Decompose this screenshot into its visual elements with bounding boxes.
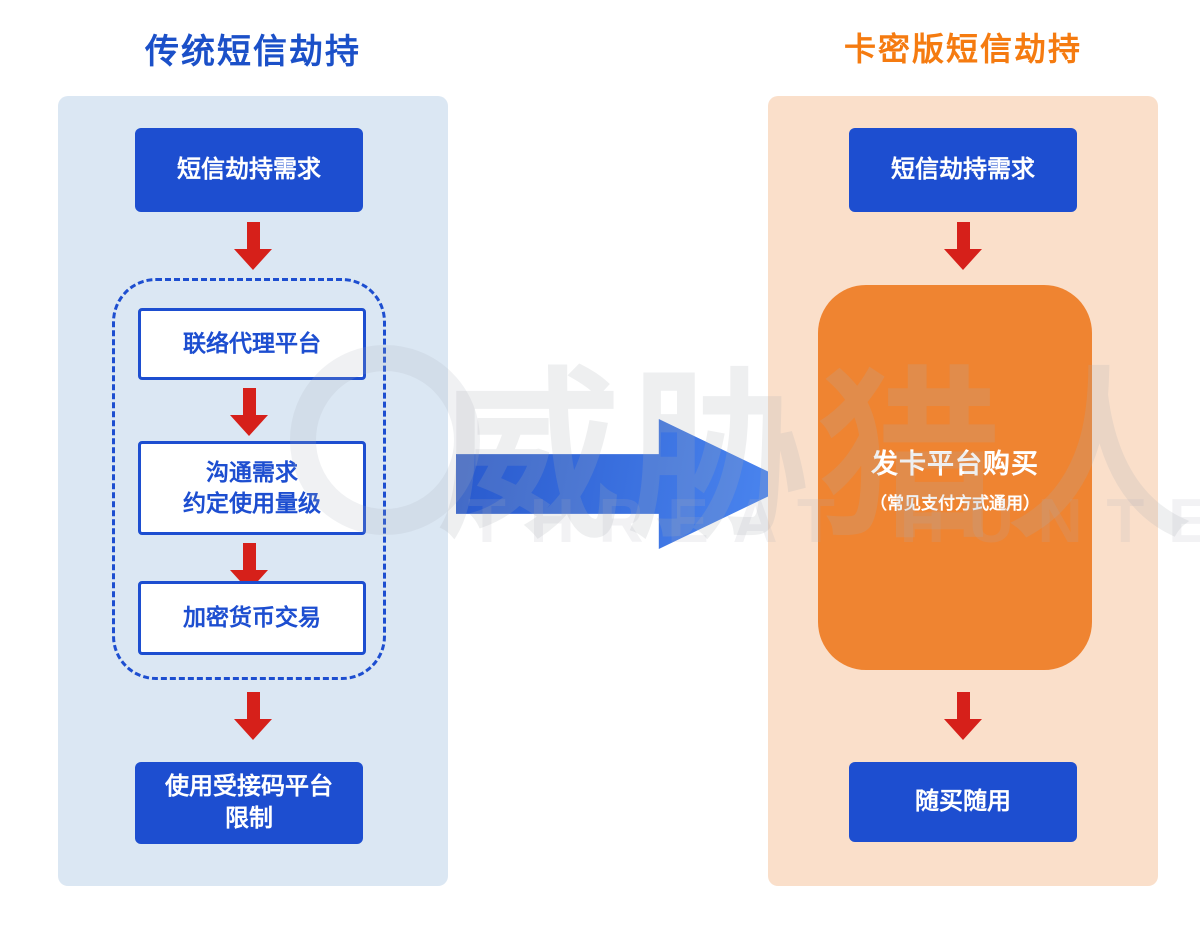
arrow-shaft (956, 222, 970, 249)
down-arrow-icon (230, 388, 268, 436)
right-arrow-icon (456, 419, 794, 549)
right-step-ready-to-use: 随买随用 (849, 762, 1077, 842)
down-arrow-icon (944, 222, 982, 270)
right-column-title: 卡密版短信劫持 (843, 31, 1082, 67)
right-step-demand: 短信劫持需求 (849, 128, 1077, 212)
traditional-flow-panel: 短信劫持需求 联络代理平台 沟通需求 约定使用量级 加密货币交易 使用受接码平台… (58, 96, 448, 886)
left-column-title: 传统短信劫持 (145, 33, 361, 71)
left-step-negotiate-usage: 沟通需求 约定使用量级 (138, 441, 366, 535)
cardkey-flow-panel: 短信劫持需求 发卡平台购买 （常见支付方式通用） 随买随用 (768, 96, 1158, 886)
arrow-shaft (242, 543, 256, 570)
arrow-shaft (242, 388, 256, 415)
arrow-head (234, 719, 272, 740)
card-platform-title: 发卡平台购买 (871, 448, 1039, 479)
left-step-contact-agent: 联络代理平台 (138, 308, 366, 380)
arrow-head (944, 249, 982, 270)
left-step-demand: 短信劫持需求 (135, 128, 363, 212)
arrow-shaft (246, 222, 260, 249)
arrow-shaft (956, 692, 970, 719)
arrow-head (944, 719, 982, 740)
down-arrow-icon (234, 692, 272, 740)
right-step-card-platform-purchase: 发卡平台购买 （常见支付方式通用） (818, 285, 1092, 670)
arrow-shaft (246, 692, 260, 719)
down-arrow-icon (234, 222, 272, 270)
left-step-platform-limited: 使用受接码平台 限制 (135, 762, 363, 844)
agent-negotiation-group: 联络代理平台 沟通需求 约定使用量级 加密货币交易 (112, 278, 386, 680)
card-platform-note: （常见支付方式通用） (870, 493, 1040, 513)
left-step-crypto-payment: 加密货币交易 (138, 581, 366, 655)
arrow-head (234, 249, 272, 270)
arrow-head (230, 415, 268, 436)
down-arrow-icon (944, 692, 982, 740)
